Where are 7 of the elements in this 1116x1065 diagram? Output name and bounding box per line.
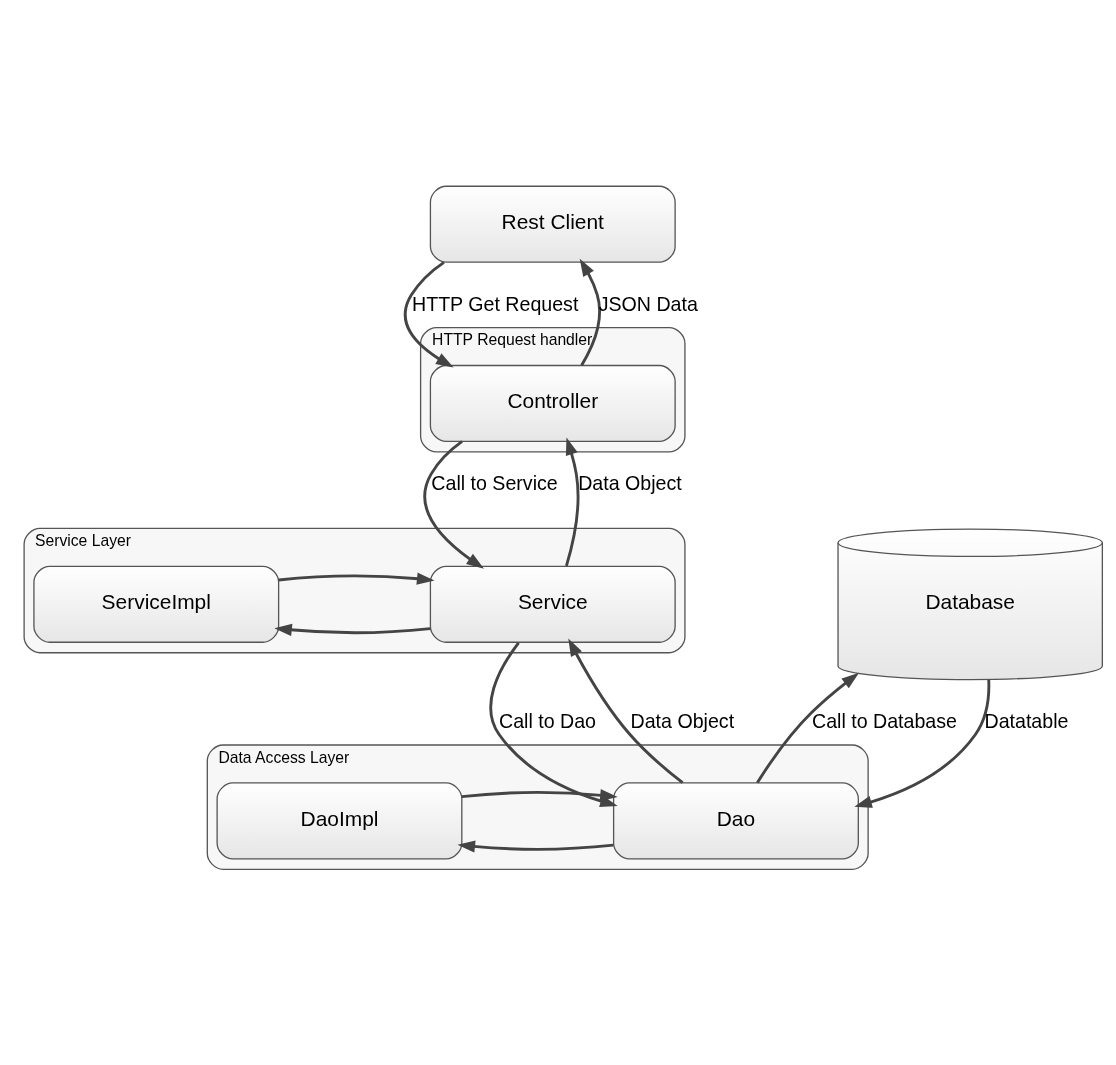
edge-label: Data Object bbox=[630, 709, 735, 732]
edge-label: Call to Dao bbox=[499, 709, 597, 732]
edge-label: Datatable bbox=[984, 709, 1069, 732]
edge-label: Call to Service bbox=[431, 471, 558, 494]
edge-label: Call to Database bbox=[811, 709, 957, 732]
edge-label: HTTP Get Request bbox=[411, 292, 579, 315]
edge-label: Data Object bbox=[578, 471, 682, 494]
